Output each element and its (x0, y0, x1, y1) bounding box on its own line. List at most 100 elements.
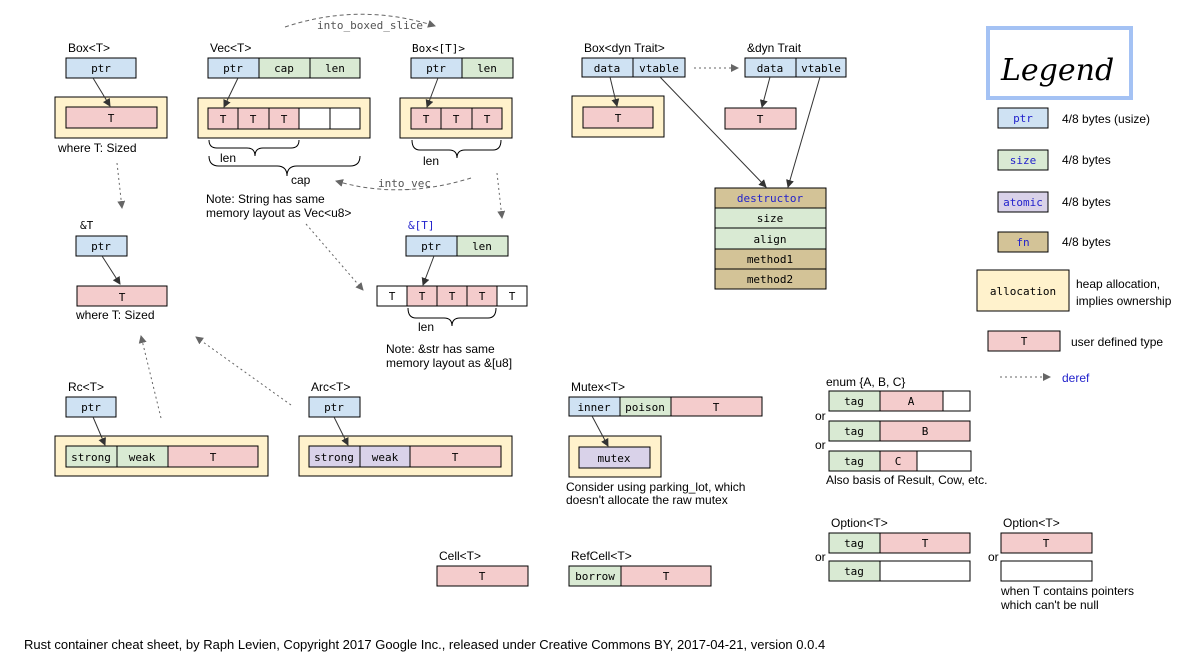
enum-C-label: C (895, 455, 902, 468)
slice-len-label: len (472, 240, 492, 253)
refcell-borrow-label: borrow (575, 570, 615, 583)
boxdyn-diagram: Box<dyn Trait> data vtable T (571, 41, 767, 188)
vtable-method2-cell (714, 268, 827, 290)
legend-allocation-line2: implies ownership (1076, 294, 1172, 308)
vec-diagram: Vec<T> ptr cap len T T T len cap Note: S… (197, 41, 371, 220)
mutex-note-parking-lot: parking_lot (649, 480, 708, 494)
legend-atomic-swatch-label: atomic (1003, 196, 1043, 209)
slice-elem-label: T (479, 290, 486, 303)
box-name: Box (68, 41, 89, 55)
box-ptr-cell (65, 57, 137, 79)
footer-credit: Rust container cheat sheet, by Raph Levi… (24, 637, 825, 652)
enum-B-label: B (922, 425, 929, 438)
ref-ptr-arrow (101, 255, 121, 285)
option1-tag-label: tag (844, 537, 864, 550)
vec-len-text: len (220, 151, 236, 165)
into-boxed-slice-arrow (284, 13, 436, 28)
refdyn-name: &dyn (747, 41, 777, 55)
slice-note-prefix: Note: (386, 342, 418, 356)
option2-or-label: or (988, 550, 999, 564)
vtable-size-label: size (757, 212, 784, 225)
boxdyn-vtable-arrow (659, 76, 767, 188)
slice-elem-label: T (449, 290, 456, 303)
svg-text:where T: Sized: where T: Sized (57, 141, 137, 155)
boxslice-name: Box<[T]> (412, 42, 465, 55)
arc-strong-label: strong (314, 451, 354, 464)
vec-to-slice-deref-arrow (305, 223, 364, 291)
boxslice-len-cell (461, 57, 514, 79)
box-sized: Sized (106, 141, 136, 155)
arc-T-cell (409, 445, 502, 468)
svg-text:Option<T>: Option<T> (831, 516, 888, 530)
vec-elem-label: T (281, 113, 288, 126)
boxslice-ptr-arrow (425, 77, 439, 108)
mutex-raw-label: mutex (597, 452, 630, 465)
svg-text:Note: String has same: Note: String has same (206, 192, 325, 206)
arc-weak-label: weak (372, 451, 399, 464)
enum-C-padding (916, 450, 972, 472)
enum-note-prefix: Also basis of (826, 473, 897, 487)
into-vec-arrow (335, 177, 472, 191)
mutex-note-prefix: Consider using (566, 480, 649, 494)
slice-diagram: &[T] ptr len T T T T T len Note: &str ha… (376, 219, 528, 370)
vec-param: <T> (230, 41, 251, 55)
legend-user-swatch-label: T (1021, 335, 1028, 348)
svg-text:Box<dyn Trait>: Box<dyn Trait> (584, 41, 665, 55)
option1-none-padding (879, 560, 971, 582)
legend-fn-text: 4/8 bytes (1062, 235, 1111, 249)
vec-cap-text: cap (291, 173, 311, 187)
rc-weak-label: weak (129, 451, 156, 464)
legend-allocation-heap: heap (1076, 277, 1103, 291)
refdyn-vtable-label: vtable (801, 62, 841, 75)
rc-diagram: Rc<T> ptr strong weak T (54, 380, 269, 477)
box-to-ref-deref-arrow (116, 162, 126, 209)
option1-tag-label: tag (844, 565, 864, 578)
rc-param: <T> (83, 380, 104, 394)
vec-note-vecu8: Vec<u8> (304, 206, 351, 220)
boxdyn-vtable-cell (632, 57, 686, 78)
option1-param: <T> (866, 516, 887, 530)
enum-tag-label: tag (844, 425, 864, 438)
svg-text:Also basis of Result, Cow, etc: Also basis of Result, Cow, etc. (826, 473, 987, 487)
vec-note-prefix: Note: (206, 192, 238, 206)
legend-allocation-swatch (976, 269, 1070, 312)
ref-diagram: &T ptr T where T: Sized (75, 219, 168, 322)
slice-ptr-arrow (421, 255, 435, 286)
svg-text:enum {A, B, C}: enum {A, B, C} (826, 375, 905, 389)
box-ptr-label: ptr (91, 62, 111, 75)
svg-text:Cell<T>: Cell<T> (439, 549, 481, 563)
slice-len-cell (456, 235, 509, 257)
legend-allocation-line1: allocation, (1106, 277, 1160, 291)
refdyn-vtable-arrow (786, 76, 821, 188)
into-vec-label: into_vec (378, 177, 431, 190)
boxdyn-name: Box<dyn (584, 41, 634, 55)
vtable-destructor-label: destructor (737, 192, 804, 205)
box-T-label: T (108, 112, 115, 125)
enum-note-etc: , etc. (961, 473, 987, 487)
vec-note-string: String (238, 192, 269, 206)
vtable-method2-label: method2 (747, 273, 793, 286)
ref-sized: Sized (124, 308, 154, 322)
slice-note-str: &str (418, 342, 439, 356)
arc-diagram: Arc<T> ptr strong weak T (298, 380, 513, 477)
svg-text:where T: Sized: where T: Sized (75, 308, 155, 322)
svg-text:which can't be null: which can't be null (1000, 598, 1099, 612)
enum-A-padding (942, 390, 971, 412)
vec-name: Vec (210, 41, 230, 55)
enum-note-result: Result (897, 473, 932, 487)
enum-tag-label: tag (844, 455, 864, 468)
rc-ptr-cell (65, 396, 117, 418)
cell-T-label: T (479, 570, 486, 583)
refdyn-data-label: data (757, 62, 784, 75)
ref-ptr-label: ptr (91, 240, 111, 253)
refcell-param: <T> (610, 549, 631, 563)
mutex-raw-cell (578, 446, 651, 469)
refdyn-T-label: T (757, 113, 764, 126)
legend-ptr-swatch-label: ptr (1013, 112, 1033, 125)
svg-text:Rc<T>: Rc<T> (68, 380, 104, 394)
refcell-T-cell (620, 565, 712, 587)
boxslice-elem-label: T (484, 113, 491, 126)
boxdyn-T-label: T (615, 112, 622, 125)
mutex-inner-label: inner (577, 401, 610, 414)
legend-fn-swatch (997, 231, 1049, 253)
